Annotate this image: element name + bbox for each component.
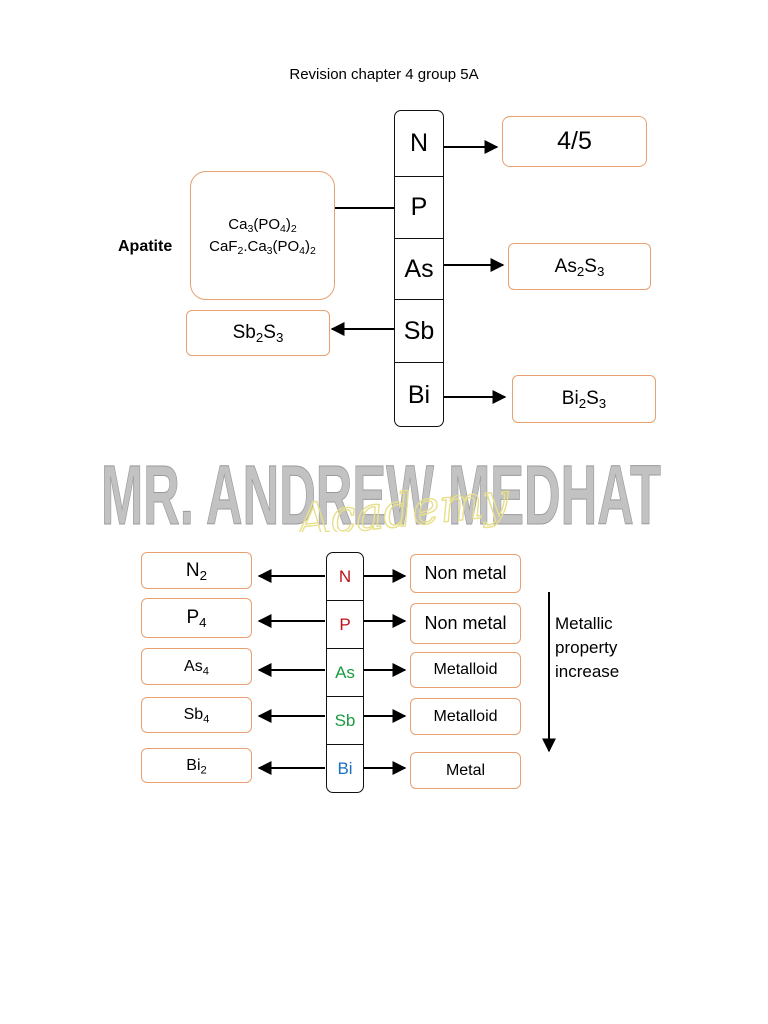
type-box-as: Metalloid bbox=[410, 652, 521, 688]
bi-ore-formula: Bi2S3 bbox=[561, 388, 607, 411]
watermark-logo: MR. ANDREW MEDHAT Academy bbox=[101, 452, 662, 532]
page-title: Revision chapter 4 group 5A bbox=[289, 66, 479, 83]
ratio-box: 4/5 bbox=[502, 116, 647, 167]
sb-ore-box: Sb2S3 bbox=[186, 310, 330, 356]
ratio-value: 4/5 bbox=[557, 127, 592, 155]
type-box-n: Non metal bbox=[410, 554, 521, 593]
apatite-formula-2: CaF2.Ca3(PO4)2 bbox=[209, 237, 316, 257]
type-box-bi: Metal bbox=[410, 752, 521, 789]
bottom-element-p: P bbox=[327, 601, 363, 649]
bi-ore-box: Bi2S3 bbox=[512, 375, 656, 423]
molecule-box-p: P4 bbox=[141, 598, 252, 638]
sb-ore-formula: Sb2S3 bbox=[232, 322, 284, 345]
top-element-column: N P As Sb Bi bbox=[394, 110, 444, 427]
bottom-element-column: N P As Sb Bi bbox=[326, 552, 364, 793]
type-box-p: Non metal bbox=[410, 603, 521, 644]
metallic-property-label: Metallic property increase bbox=[555, 614, 620, 681]
as-ore-box: As2S3 bbox=[508, 243, 651, 290]
type-box-sb: Metalloid bbox=[410, 698, 521, 735]
apatite-formula-1: Ca3(PO4)2 bbox=[228, 215, 297, 235]
molecule-box-n: N2 bbox=[141, 552, 252, 589]
as-ore-formula: As2S3 bbox=[554, 255, 605, 279]
bottom-element-n: N bbox=[327, 553, 363, 601]
apatite-box: Ca3(PO4)2 CaF2.Ca3(PO4)2 bbox=[190, 171, 335, 300]
molecule-box-sb: Sb4 bbox=[141, 697, 252, 733]
top-element-sb: Sb bbox=[395, 300, 443, 363]
bottom-element-as: As bbox=[327, 649, 363, 697]
top-element-bi: Bi bbox=[407, 380, 431, 409]
bottom-element-bi: Bi bbox=[337, 759, 353, 778]
top-element-as: As bbox=[395, 239, 443, 300]
top-element-p: P bbox=[395, 177, 443, 239]
molecule-box-as: As4 bbox=[141, 648, 252, 685]
watermark-text: MR. ANDREW MEDHAT bbox=[101, 452, 661, 532]
top-element-n: N bbox=[395, 111, 443, 177]
molecule-box-bi: Bi2 bbox=[141, 748, 252, 783]
bottom-element-sb: Sb bbox=[327, 697, 363, 745]
apatite-label: Apatite bbox=[118, 238, 173, 255]
